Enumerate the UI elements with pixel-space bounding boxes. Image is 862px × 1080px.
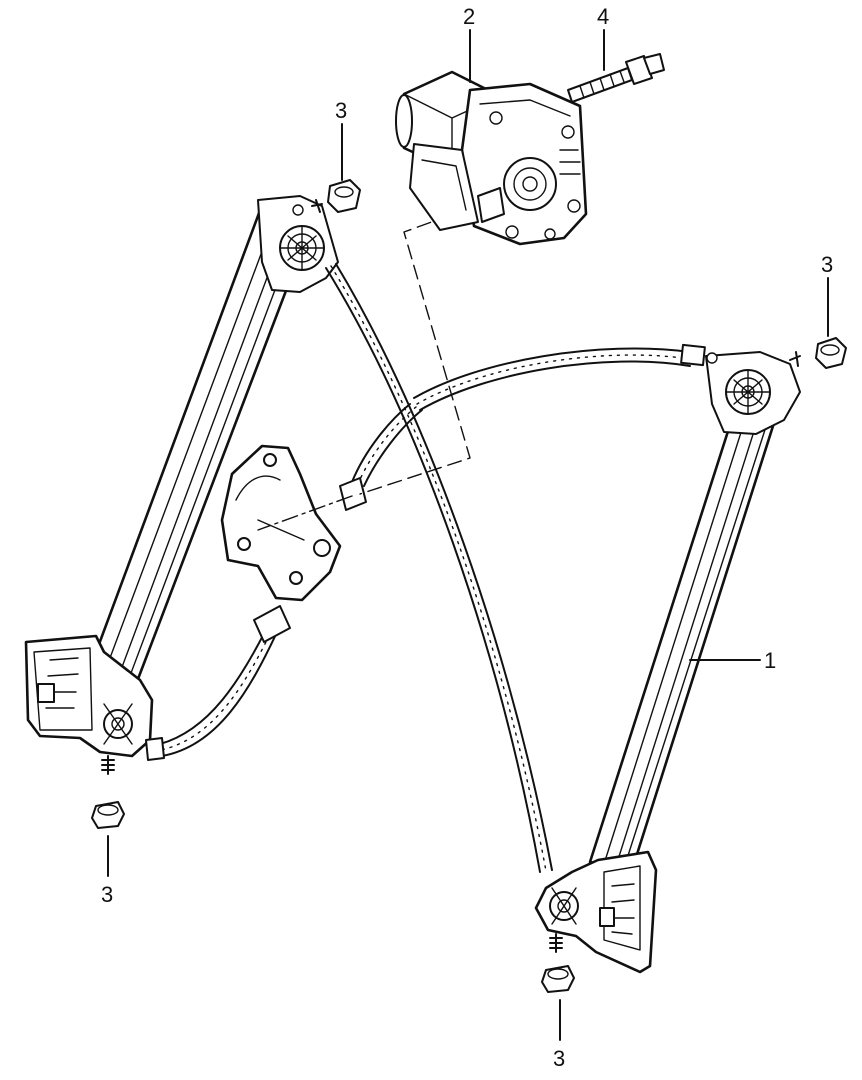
- nut-right: [815, 337, 847, 369]
- right-bottom-slider: [534, 850, 658, 974]
- callout-3-top-left: 3: [335, 98, 347, 123]
- callout-4: 4: [597, 4, 609, 29]
- window-motor: [395, 70, 588, 246]
- regulator-cables: [145, 263, 706, 873]
- stud-bolt: [567, 53, 665, 103]
- callout-3-right: 3: [821, 252, 833, 277]
- motor-mount-plate: [220, 444, 342, 602]
- left-bottom-stud: [101, 755, 115, 775]
- callout-1: 1: [764, 648, 776, 673]
- callout-3-bottom-right: 3: [553, 1046, 565, 1071]
- callout-3-bottom-left: 3: [101, 882, 113, 907]
- leader-lines: [107, 29, 829, 1041]
- nut-bottom-left: [91, 801, 125, 829]
- right-bottom-stud: [549, 933, 563, 953]
- callout-2: 2: [463, 4, 475, 29]
- right-guide-rail: [534, 351, 801, 974]
- nut-top-left: [327, 179, 361, 213]
- nut-bottom-right: [541, 965, 575, 993]
- left-guide-rail: [24, 195, 339, 775]
